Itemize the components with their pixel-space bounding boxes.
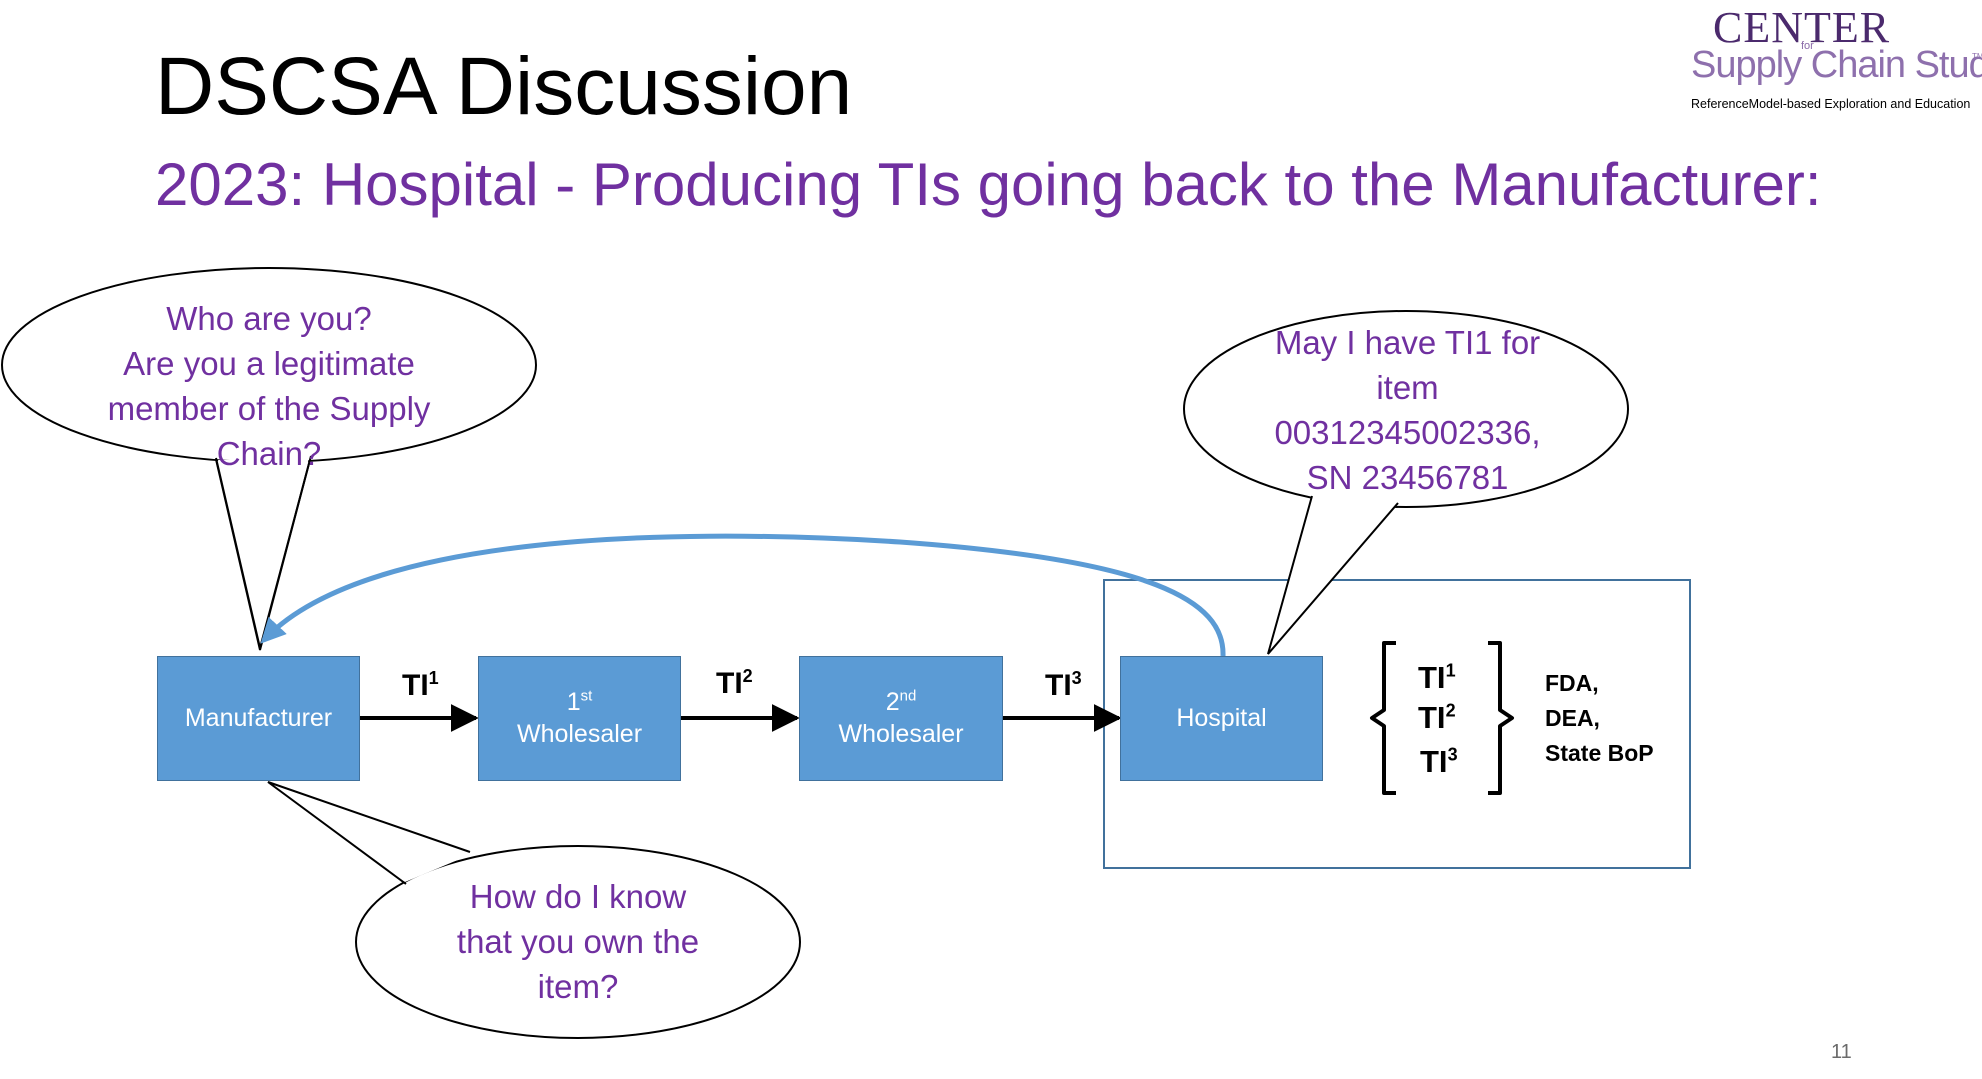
bracket-left xyxy=(1370,641,1396,795)
logo-tm-text: TM xyxy=(1972,52,1982,61)
agency-fda: FDA, xyxy=(1545,670,1599,696)
page-number: 11 xyxy=(1831,1041,1852,1063)
wholesaler1-box: 1st Wholesaler xyxy=(478,656,681,781)
agency-state-bop: State BoP xyxy=(1545,740,1654,766)
logo-for-text: for xyxy=(1801,40,1814,52)
agencies-list: FDA, DEA, State BoP xyxy=(1545,666,1654,771)
logo-tagline: ReferenceModel-based Exploration and Edu… xyxy=(1691,97,1971,111)
bubble-who-tail-cover xyxy=(218,458,309,640)
manufacturer-box: Manufacturer xyxy=(157,656,360,781)
bubble-who-tail-edge xyxy=(215,455,312,649)
bubble-how-tail-cover xyxy=(268,783,472,882)
bubble-may-shape xyxy=(1183,310,1629,508)
ti3-label: TI3 xyxy=(1045,668,1082,702)
bubble-may-tail-cover xyxy=(1268,495,1400,652)
wholesaler1-ordinal: 1st xyxy=(566,687,593,717)
logo-center-text: CENTER xyxy=(1713,3,1891,52)
ti1-label: TI1 xyxy=(402,668,439,702)
bubble-how-tail-edge xyxy=(267,781,471,885)
logo-name-text: Supply Chain Studies xyxy=(1691,44,1982,86)
bracket-ti1: TI1 xyxy=(1418,660,1456,695)
hospital-label: Hospital xyxy=(1176,703,1267,732)
agency-dea: DEA, xyxy=(1545,705,1600,731)
wholesaler1-label: Wholesaler xyxy=(516,719,643,748)
bubble-how-shape xyxy=(355,845,801,1039)
bubble-may-text: May I have TI1 for item 00312345002336, … xyxy=(1274,324,1541,496)
page-subtitle: 2023: Hospital - Producing TIs going bac… xyxy=(155,151,1822,218)
wholesaler2-ordinal: 2nd xyxy=(885,687,917,717)
ti2-label: TI2 xyxy=(716,666,753,700)
center-logo: CENTER for Supply Chain Studies TM Refer… xyxy=(1685,2,1982,120)
bubble-how-text: How do I know that you own the item? xyxy=(456,878,700,1005)
bubble-may-tail-edge xyxy=(1267,495,1399,655)
bracket-right xyxy=(1488,641,1514,795)
return-arrow-hospital-to-manufacturer xyxy=(260,533,1226,657)
hospital-box: Hospital xyxy=(1120,656,1323,781)
bracket-ti3: TI3 xyxy=(1420,744,1458,779)
bracket-ti2: TI2 xyxy=(1418,700,1456,735)
manufacturer-label: Manufacturer xyxy=(184,703,333,732)
page-title: DSCSA Discussion xyxy=(155,41,853,132)
bubble-who-text: Who are you? Are you a legitimate member… xyxy=(107,300,431,472)
wholesaler2-label: Wholesaler xyxy=(838,719,964,748)
wholesaler2-box: 2nd Wholesaler xyxy=(799,656,1003,781)
